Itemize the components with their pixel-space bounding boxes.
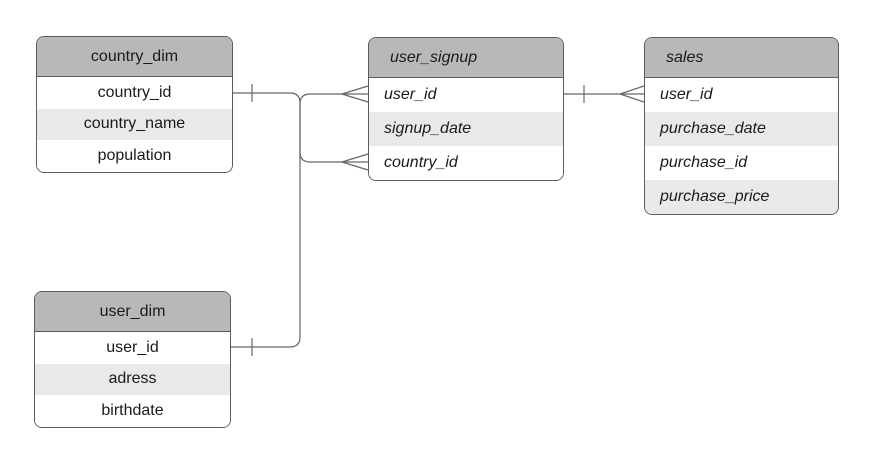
relationship-user-signup-to-sales[interactable] <box>564 85 645 103</box>
entity-table-sales[interactable]: sales user_id purchase_date purchase_id … <box>644 37 839 215</box>
crow-foot-many-icon <box>341 153 369 171</box>
table-row[interactable]: purchase_price <box>645 180 838 214</box>
table-header[interactable]: sales <box>645 38 838 78</box>
table-row[interactable]: country_name <box>37 108 232 140</box>
entity-table-country-dim[interactable]: country_dim country_id country_name popu… <box>36 36 233 173</box>
table-row[interactable]: user_id <box>35 332 230 364</box>
entity-table-user-dim[interactable]: user_dim user_id adress birthdate <box>34 291 231 428</box>
table-row[interactable]: user_id <box>645 78 838 112</box>
crow-foot-many-icon <box>619 85 645 103</box>
table-header[interactable]: country_dim <box>37 37 232 77</box>
crow-foot-many-icon <box>341 85 369 103</box>
table-row[interactable]: purchase_id <box>645 146 838 180</box>
table-row[interactable]: purchase_date <box>645 112 838 146</box>
relationship-user-dim-to-user-signup[interactable] <box>231 85 369 356</box>
table-row[interactable]: country_id <box>37 77 232 109</box>
table-row[interactable]: country_id <box>369 146 563 180</box>
table-row[interactable]: user_id <box>369 78 563 112</box>
entity-table-user-signup[interactable]: user_signup user_id signup_date country_… <box>368 37 564 181</box>
table-row[interactable]: adress <box>35 363 230 395</box>
table-row[interactable]: population <box>37 140 232 172</box>
table-header[interactable]: user_dim <box>35 292 230 332</box>
table-row[interactable]: birthdate <box>35 395 230 427</box>
table-header[interactable]: user_signup <box>369 38 563 78</box>
table-row[interactable]: signup_date <box>369 112 563 146</box>
relationship-line[interactable] <box>231 93 368 348</box>
